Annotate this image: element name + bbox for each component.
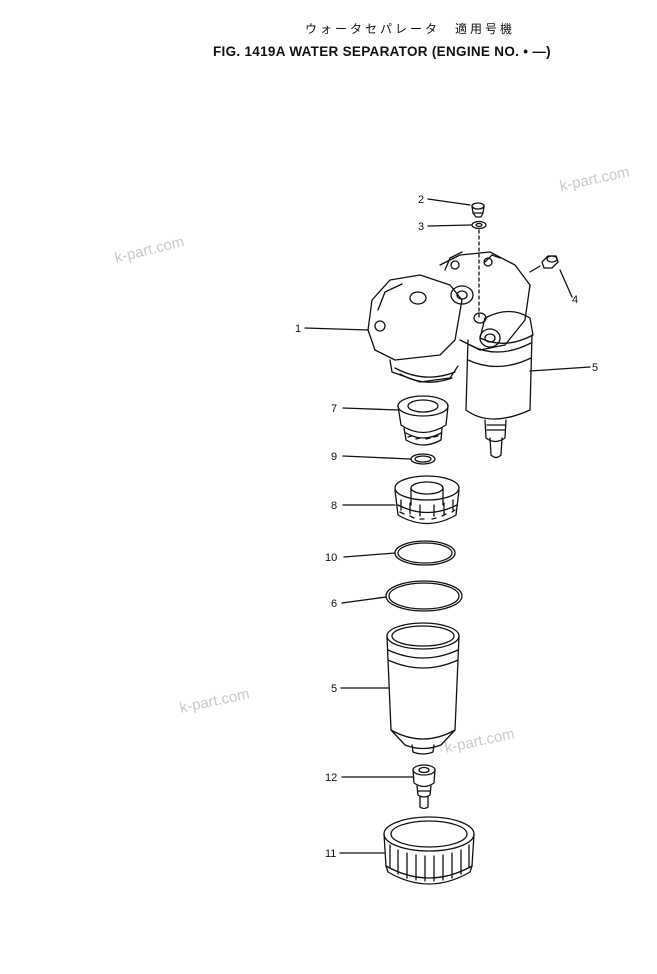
filter-bowl-assembled-part-5 (465, 310, 534, 459)
plug-part-2 (471, 202, 485, 218)
callout-label: 7 (331, 403, 337, 415)
callout-label: 10 (325, 552, 337, 564)
figure-title: FIG. 1419A WATER SEPARATOR (ENGINE NO. •… (213, 44, 551, 59)
callout-label: 11 (325, 848, 336, 860)
drain-valve-part-12 (412, 764, 436, 810)
ring-nut-part-11 (383, 816, 475, 885)
callout-label: 8 (331, 500, 337, 512)
figure-title-japanese: ウォータセパレータ 適用号機 (305, 22, 516, 36)
washer-part-3 (471, 220, 487, 230)
callout-label: 12 (325, 772, 337, 784)
callout-label: 2 (418, 194, 424, 206)
element-cap-part-7 (397, 395, 449, 446)
callout-label: 5 (331, 683, 337, 695)
callout-label: 5 (592, 362, 598, 374)
callout-label: 9 (331, 451, 337, 463)
o-ring-part-9 (410, 453, 436, 465)
o-ring-part-6 (385, 580, 463, 612)
filter-bowl-part-5 (386, 622, 460, 755)
fitting-part-4 (529, 255, 559, 273)
separator-head-part-1 (367, 251, 531, 383)
o-ring-part-10 (394, 540, 456, 566)
callout-label: 6 (331, 598, 337, 610)
element-part-8 (394, 475, 460, 525)
callout-label: 3 (418, 221, 424, 233)
callout-label: 4 (572, 294, 578, 306)
callout-label: 1 (295, 323, 301, 335)
